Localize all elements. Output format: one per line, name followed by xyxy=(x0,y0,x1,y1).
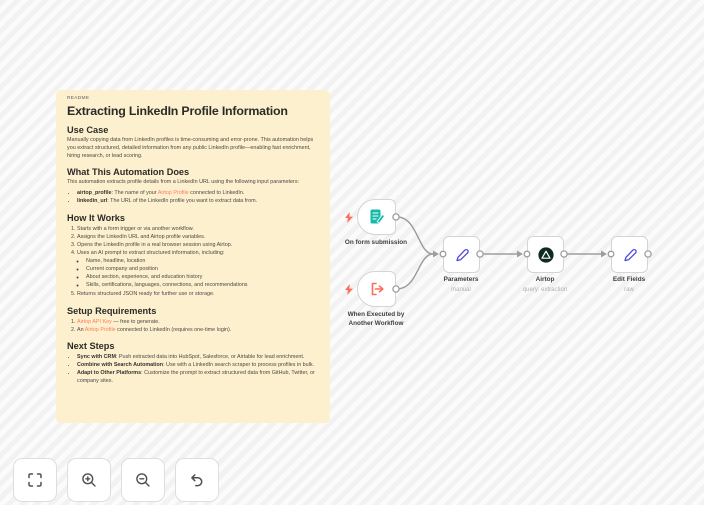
airtop-icon xyxy=(537,246,554,263)
next-step-item: Adapt to Other Platforms: Customize the … xyxy=(77,369,319,385)
node-on-form-submission[interactable] xyxy=(357,199,396,235)
trigger-bolt-icon xyxy=(345,212,353,223)
parameter-list: airtop_profile: The name of your Airtop … xyxy=(67,189,319,205)
airtop-profile-link[interactable]: Airtop Profile xyxy=(84,326,116,333)
note-title: Extracting LinkedIn Profile Information xyxy=(67,104,288,118)
node-subtitle: manual xyxy=(451,286,471,293)
undo-icon xyxy=(191,474,203,487)
undo-button[interactable] xyxy=(175,458,219,502)
form-icon xyxy=(370,209,385,224)
setup-item: Airtop API Key — free to generate. xyxy=(77,318,319,326)
pencil-icon xyxy=(623,248,637,261)
next-step-item: Sync with CRM: Push extracted data into … xyxy=(77,353,319,361)
setup-item: An Airtop Profile connected to LinkedIn … xyxy=(77,326,319,334)
node-subtitle: query: extraction xyxy=(522,286,568,293)
substep-item: Name, headline, location xyxy=(86,257,319,265)
trigger-bolt-icon xyxy=(345,284,353,295)
fit-view-icon xyxy=(28,473,42,487)
next-steps-heading: Next Steps xyxy=(67,340,115,351)
next-steps-list: Sync with CRM: Push extracted data into … xyxy=(67,353,319,385)
step-item: Opens the LinkedIn profile in a real bro… xyxy=(77,241,319,249)
node-airtop[interactable] xyxy=(527,236,564,273)
connection-arrow xyxy=(601,250,607,258)
list-item: airtop_profile: The name of your Airtop … xyxy=(77,189,319,197)
substep-item: About section, experience, and education… xyxy=(86,273,319,281)
step-item: Returns structured JSON ready for furthe… xyxy=(77,290,319,298)
how-substeps-list: Name, headline, location Current company… xyxy=(77,257,319,289)
node-subtitle: raw xyxy=(624,286,634,293)
setup-heading: Setup Requirements xyxy=(67,305,157,316)
zoom-in-icon xyxy=(82,473,96,487)
node-edit-fields[interactable] xyxy=(611,236,648,273)
node-parameters[interactable] xyxy=(443,236,480,273)
node-label: On form submission xyxy=(344,239,408,246)
node-label: Edit Fields raw xyxy=(579,276,679,294)
step-item: Starts with a form trigger or via anothe… xyxy=(77,225,319,233)
connection-arrow xyxy=(517,250,523,258)
connection-arrow xyxy=(433,250,439,258)
what-heading: What This Automation Does xyxy=(67,167,190,178)
what-intro: This automation extracts profile details… xyxy=(67,179,300,186)
node-when-executed-by-another-workflow[interactable] xyxy=(357,271,396,307)
airtop-api-key-link[interactable]: Airtop API Key xyxy=(77,318,112,325)
workflow-trigger-icon xyxy=(371,282,384,296)
how-heading: How It Works xyxy=(67,212,126,223)
next-step-item: Combine with Search Automation: Use with… xyxy=(77,361,319,369)
zoom-out-icon xyxy=(136,473,150,487)
node-label: When Executed by Another Workflow xyxy=(347,311,405,327)
substep-item: Current company and position xyxy=(86,265,319,273)
how-steps-list: Starts with a form trigger or via anothe… xyxy=(67,225,319,299)
fit-view-button[interactable] xyxy=(13,458,57,502)
use-case-body: Manually copying data from LinkedIn prof… xyxy=(67,137,314,159)
airtop-profile-link[interactable]: Airtop Profile xyxy=(157,190,189,197)
node-label: Airtop query: extraction xyxy=(495,276,595,294)
step-item: Uses an AI prompt to extract structured … xyxy=(77,249,319,290)
use-case-heading: Use Case xyxy=(67,125,109,135)
node-label: Parameters manual xyxy=(411,276,511,294)
setup-list: Airtop API Key — free to generate. An Ai… xyxy=(67,318,319,334)
zoom-out-button[interactable] xyxy=(121,458,165,502)
list-item: linkedin_url: The URL of the LinkedIn pr… xyxy=(77,197,319,205)
zoom-in-button[interactable] xyxy=(67,458,111,502)
step-item: Assigns the LinkedIn URL and Airtop prof… xyxy=(77,233,319,241)
substep-item: Skills, certifications, languages, conne… xyxy=(86,281,319,289)
note-tag: README xyxy=(67,96,90,101)
readme-note[interactable]: README Extracting LinkedIn Profile Infor… xyxy=(56,90,330,423)
pencil-icon xyxy=(455,248,469,261)
connection xyxy=(396,216,434,255)
